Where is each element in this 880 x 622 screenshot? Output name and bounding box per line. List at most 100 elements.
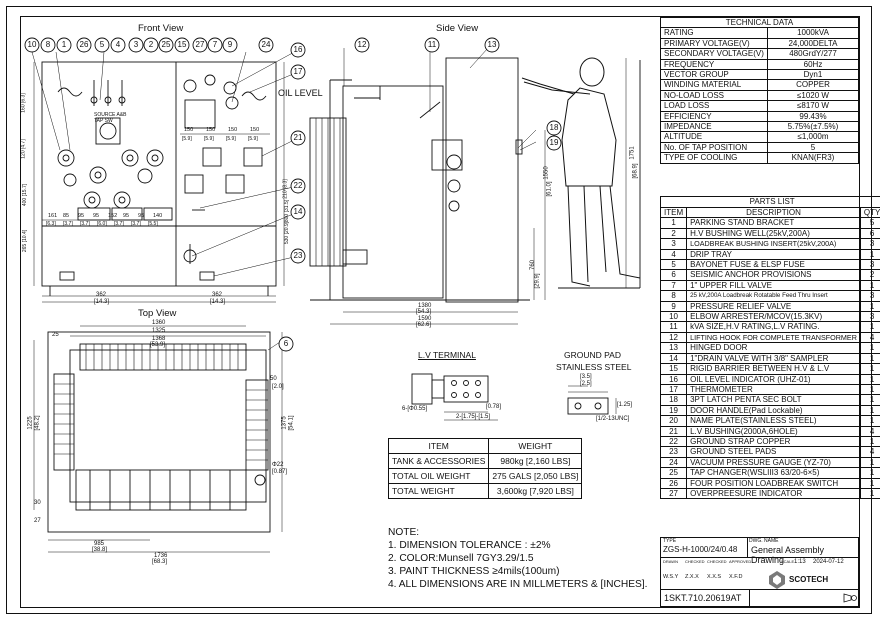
top-d3: 1325 (152, 328, 166, 334)
balloon-number: 9 (227, 40, 233, 49)
tech-param: NO-LOAD LOSS (660, 89, 768, 102)
tb-divider-2 (661, 557, 860, 558)
parts-cell: 6 (659, 269, 688, 281)
ground-pad-material: STAINLESS STEEL (556, 362, 632, 372)
top-d4: 1368 (152, 336, 166, 342)
balloon-number: 2 (148, 40, 154, 49)
parts-cell: FOUR POSITION LOADBREAK SWITCH (686, 477, 861, 489)
parts-cell: 25 (659, 467, 688, 479)
front-dim-right: 530 [20.9] (284, 221, 291, 245)
balloon-number: 18 (549, 123, 559, 132)
balloon-circles (24, 37, 562, 352)
side-h2-in: [61.0] (546, 181, 553, 197)
parts-cell: 1 (859, 342, 880, 354)
parts-cell: OIL LEVEL INDICATOR (UHZ-01) (686, 373, 861, 385)
parts-cell: 12 (659, 331, 688, 344)
front-dim-bottom-in: [6.0] (97, 221, 107, 227)
tb-signer: X.X.S (707, 574, 722, 580)
scotech-logo-icon (769, 571, 785, 589)
parts-cell: VACUUM PRESSURE GAUGE (YZ-70) (686, 456, 861, 469)
parts-cell: 1" UPPER FILL VALVE (686, 279, 861, 292)
parts-cell: 5 (659, 259, 688, 271)
balloon-number: 7 (212, 40, 218, 49)
parts-cell: 1 (859, 248, 880, 261)
note-4: 4. ALL DIMENSIONS ARE IN MILLMETERS & [I… (388, 579, 648, 590)
front-view (31, 49, 299, 303)
top-d-left-2: 27 (34, 518, 41, 524)
lv-d1: [0.78] (486, 404, 502, 410)
front-dim-bottom-in: [6.3] (46, 221, 56, 227)
document-number: 1SKT.710.20619AT (664, 593, 742, 603)
parts-list-header: QTY (859, 206, 880, 219)
parts-cell: 6 (859, 227, 880, 240)
front-dim-bottom-in: [3.7] (80, 221, 90, 227)
balloon-number: 10 (27, 40, 37, 49)
parts-cell: 3 (859, 238, 880, 250)
tech-param: WINDING MATERIAL (660, 79, 768, 91)
front-dim-bottom-in: [3.7] (131, 221, 141, 227)
tech-param: ALTITUDE (660, 131, 768, 143)
tb-signer: X.F.D (729, 574, 743, 580)
gp-d3: [1.25] (617, 402, 633, 408)
top-w-bottom-in: [38.8] (92, 547, 108, 553)
scale-label: SCALE (781, 559, 795, 564)
parts-cell: 23 (659, 446, 688, 458)
technical-data-row: LOAD LOSS≤8170 W (660, 100, 859, 112)
balloon-number: 6 (283, 339, 289, 348)
parts-cell: THERMOMETER (686, 383, 861, 396)
parts-cell: DRIP TRAY (686, 248, 861, 261)
parts-cell: LIFTING HOOK FOR COMPLETE TRANSFORMER (686, 331, 861, 344)
tech-value: 1000kVA (767, 27, 859, 39)
parts-cell: 3 (859, 259, 880, 271)
parts-cell: 1 (859, 279, 880, 292)
scale-value: 1:13 (794, 559, 806, 565)
tech-param: VECTOR GROUP (660, 69, 768, 81)
parts-cell: 1 (659, 217, 688, 229)
front-dim-upper-in: [5.9] (204, 136, 214, 142)
parts-cell: 11 (659, 321, 688, 333)
parts-cell: 16 (659, 373, 688, 385)
front-dim-left: 265 [10.4] (22, 229, 29, 253)
side-h1: 1751 (629, 146, 636, 160)
parts-cell: 4 (859, 446, 880, 458)
tech-param: IMPEDANCE (660, 121, 768, 133)
top-d-left-1: 30 (34, 500, 41, 506)
parts-cell: NAME PLATE(STAINLESS STEEL) (686, 415, 861, 427)
front-width-left: 362 (96, 292, 107, 298)
balloon-number: 15 (177, 40, 187, 49)
front-dim-upper: 150 (250, 127, 260, 133)
balloon-number: 5 (99, 40, 105, 49)
weight-cell: 980kg [2,160 LBS] (488, 453, 583, 469)
tech-param: PRIMARY VOLTAGE(V) (660, 37, 768, 50)
note-1: 1. DIMENSION TOLERANCE : ±2% (388, 540, 551, 551)
parts-cell: BAYONET FUSE & ELSP FUSE (686, 259, 861, 271)
front-dim-left: 120 [4.7] (20, 139, 27, 159)
notes-block: NOTE: 1. DIMENSION TOLERANCE : ±2% 2. CO… (388, 526, 647, 591)
side-h2: 1550 (543, 166, 550, 180)
side-w1-in: [54.3] (416, 309, 432, 315)
parts-cell: 1"DRAIN VALVE WITH 3/8" SAMPLER (686, 352, 861, 365)
parts-cell: GROUND STRAP COPPER (686, 435, 861, 448)
type-label: TYPE (663, 538, 677, 544)
top-w-total: 1736 (154, 553, 168, 559)
parts-cell: 5 (859, 217, 880, 229)
front-dim-upper-in: [5.9] (182, 136, 192, 142)
parts-cell: 21 (659, 425, 688, 437)
balloon-number: 12 (357, 40, 367, 49)
parts-cell: 1 (859, 383, 880, 396)
tb-header: CHECKED (707, 559, 727, 564)
